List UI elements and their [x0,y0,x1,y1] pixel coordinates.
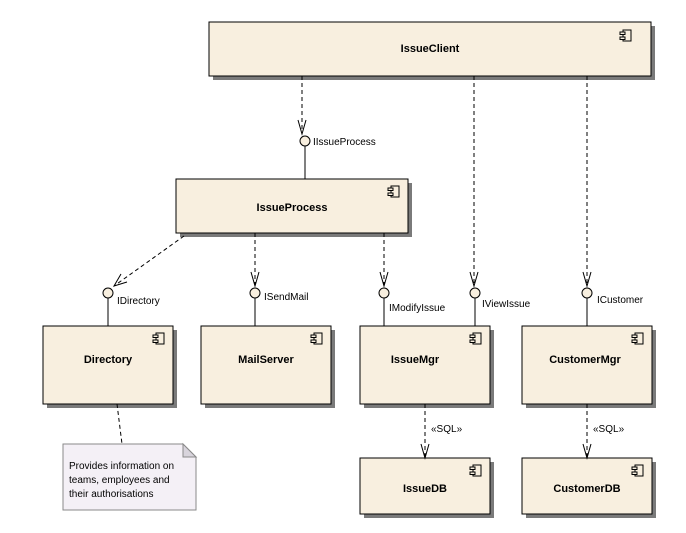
interface-iview-issue[interactable]: IViewIssue [469,287,531,326]
component-issue-process[interactable]: IssueProcess [175,178,412,237]
stereotype-label: «SQL» [593,424,625,435]
interface-imodify-issue[interactable]: IModifyIssue [378,287,446,326]
arrowhead-icon [250,271,260,288]
note-directory[interactable]: Provides information on teams, employees… [62,403,198,511]
dependency-issue-process-to-imodify-issue[interactable] [379,233,389,288]
note-line-1: Provides information on [69,461,174,472]
component-issue-mgr[interactable]: IssueMgr [359,325,494,408]
dependency-customer-mgr-to-customer-db[interactable]: «SQL» [582,404,625,460]
interface-label: IViewIssue [482,299,531,310]
component-label: MailServer [238,354,294,366]
component-icon [310,332,323,345]
component-icon [469,332,482,345]
component-customer-db[interactable]: CustomerDB [521,457,656,518]
interface-label: IIssueProcess [313,137,376,148]
component-label: IssueMgr [391,354,440,366]
interface-label: IModifyIssue [389,303,446,314]
component-label: IssueDB [403,483,447,495]
stereotype-label: «SQL» [431,424,463,435]
component-icon [631,332,644,345]
arrowhead-icon [582,443,592,460]
arrowhead-icon [582,271,592,288]
component-label: CustomerDB [553,483,620,495]
component-label: CustomerMgr [549,354,621,366]
lollipop-icon [469,287,481,299]
arrowhead-icon [379,271,389,288]
dependency-issue-client-to-icustomer[interactable] [582,76,592,288]
lollipop-icon [581,287,593,299]
note-line-3: their authorisations [69,489,154,500]
component-customer-mgr[interactable]: CustomerMgr [521,325,656,408]
component-icon [152,332,165,345]
lollipop-icon [249,287,261,299]
interface-label: IDirectory [117,296,160,307]
component-icon [619,29,632,42]
lollipop-icon [299,135,311,147]
component-label: IssueClient [401,43,460,55]
note-anchor [116,403,123,445]
interface-idirectory[interactable]: IDirectory [102,287,160,326]
dependency-issue-process-to-idirectory[interactable] [112,235,185,287]
component-label: Directory [84,354,133,366]
arrowhead-icon [297,119,307,136]
component-icon [387,185,400,198]
lollipop-icon [102,287,114,299]
component-icon [469,464,482,477]
interface-label: ICustomer [597,295,644,306]
note-icon [62,443,197,511]
component-issue-db[interactable]: IssueDB [359,457,494,518]
interface-icustomer[interactable]: ICustomer [581,287,644,326]
interface-iissue-process[interactable]: IIssueProcess [299,135,376,179]
interface-label: ISendMail [264,292,308,303]
arrowhead-icon [469,271,479,288]
note-line-2: teams, employees and [69,475,170,486]
component-icon [631,464,644,477]
lollipop-icon [378,287,390,299]
dependency-issue-mgr-to-issue-db[interactable]: «SQL» [420,404,463,460]
arrowhead-icon [420,443,430,460]
dependency-issue-process-to-isend-mail[interactable] [250,233,260,288]
component-directory[interactable]: Directory [42,325,177,408]
dependency-issue-client-to-iissue-process[interactable] [297,76,307,136]
component-mail-server[interactable]: MailServer [200,325,335,408]
arrowhead-icon [112,273,128,287]
component-issue-client[interactable]: IssueClient [208,21,655,80]
component-label: IssueProcess [257,202,328,214]
dependency-issue-client-to-iview-issue[interactable] [469,76,479,288]
interface-isend-mail[interactable]: ISendMail [249,287,308,326]
